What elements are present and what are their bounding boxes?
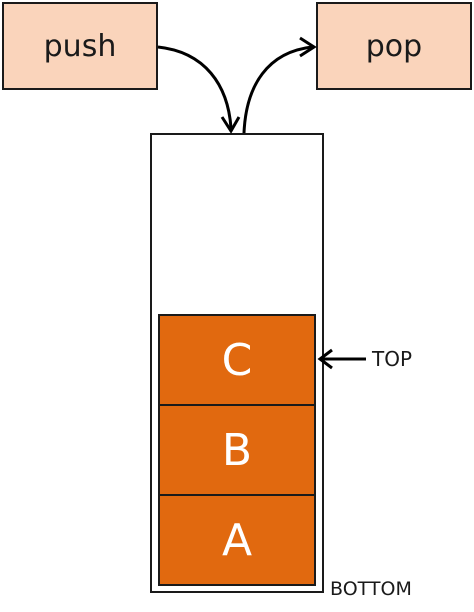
bottom-label: BOTTOM [330, 578, 412, 600]
pop-arrowhead-icon [299, 36, 317, 58]
stack-item-bottom: A [158, 494, 316, 586]
push-operation-box: push [2, 2, 158, 90]
push-arrowhead-icon [220, 116, 241, 134]
pop-operation-box: pop [316, 2, 472, 90]
top-label: TOP [372, 347, 413, 371]
pop-label: pop [365, 28, 423, 64]
stack-item-label: A [221, 514, 253, 566]
pop-arrow-icon [242, 45, 313, 134]
stack-item-label: B [221, 424, 253, 476]
stack-item-label: C [221, 334, 253, 386]
push-arrow-icon [157, 45, 233, 129]
top-pointer-arrowhead-icon [317, 348, 333, 370]
push-label: push [43, 28, 117, 64]
